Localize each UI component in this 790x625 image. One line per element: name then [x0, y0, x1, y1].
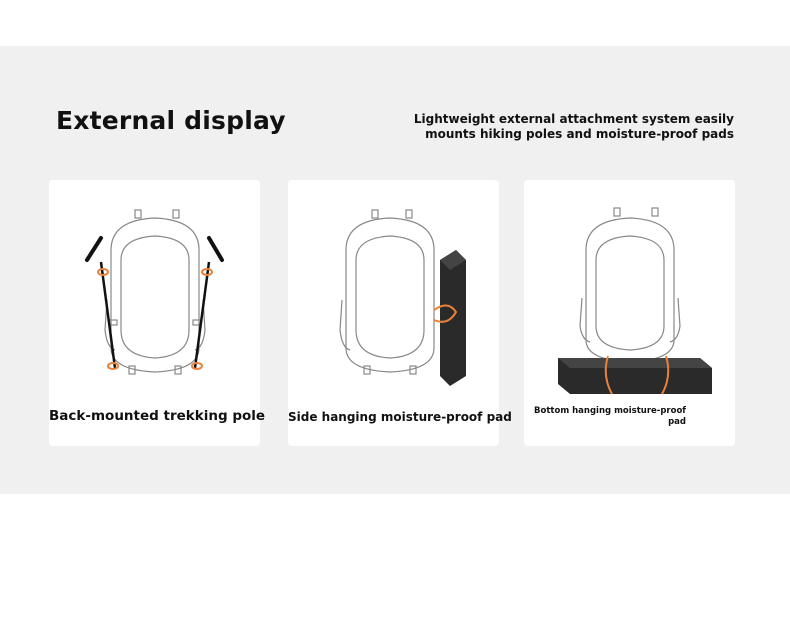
backpack-with-bottom-pad-icon	[558, 207, 712, 395]
page-subtitle: Lightweight external attachment system e…	[413, 112, 734, 141]
card-caption: Side hanging moisture-proof pad	[288, 410, 512, 424]
card-bottom-pad: Bottom hanging moisture-proof pad	[524, 180, 735, 446]
card-back-mounted-pole: Back-mounted trekking pole	[49, 180, 266, 446]
card-caption: Back-mounted trekking pole	[49, 408, 266, 424]
backpack-with-side-pad-icon	[339, 209, 466, 386]
card-caption: Bottom hanging moisture-proof pad	[534, 406, 686, 427]
page-title: External display	[56, 106, 286, 135]
backpack-with-trekking-poles-icon	[85, 209, 224, 375]
card-side-pad: Side hanging moisture-proof pad	[288, 180, 512, 446]
